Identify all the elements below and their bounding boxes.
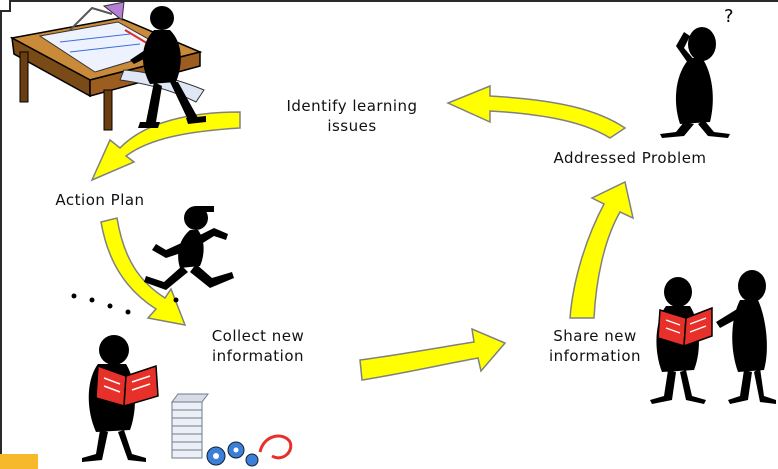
label-collect-line2: information (211, 347, 305, 365)
svg-text:?: ? (724, 6, 734, 27)
person-reading-icon (82, 335, 159, 462)
papers-stack-icon (171, 393, 209, 459)
person-thinking-icon: ? (660, 6, 734, 138)
label-addressed-problem: Addressed Problem (553, 149, 707, 167)
person-drafting-icon (9, 1, 206, 131)
label-action-plan: Action Plan (55, 191, 145, 209)
arrow-to-addressed (569, 180, 635, 319)
label-collect-new-information: Collect new information (178, 326, 338, 366)
two-people-reading-icon (650, 270, 776, 404)
accent-square (0, 454, 38, 469)
label-identify-learning-issues: Identify learning issues (252, 96, 452, 136)
person-running-icon (71, 206, 234, 315)
label-identify-line1: Identify learning (286, 97, 418, 115)
frame-top-line (0, 0, 778, 2)
label-share-new-information: Share new information (510, 326, 680, 366)
label-share-line2: information (548, 347, 642, 365)
arrow-to-action-plan (90, 111, 241, 182)
arrow-to-collect (100, 217, 187, 326)
arrow-to-share (359, 327, 507, 381)
label-share-line1: Share new (553, 327, 637, 345)
label-collect-line1: Collect new (211, 327, 305, 345)
gears-icon (206, 434, 293, 467)
arrow-to-identify (446, 84, 627, 139)
label-identify-line2: issues (327, 117, 377, 135)
frame-left-line (0, 0, 2, 469)
corner-box (0, 0, 11, 12)
